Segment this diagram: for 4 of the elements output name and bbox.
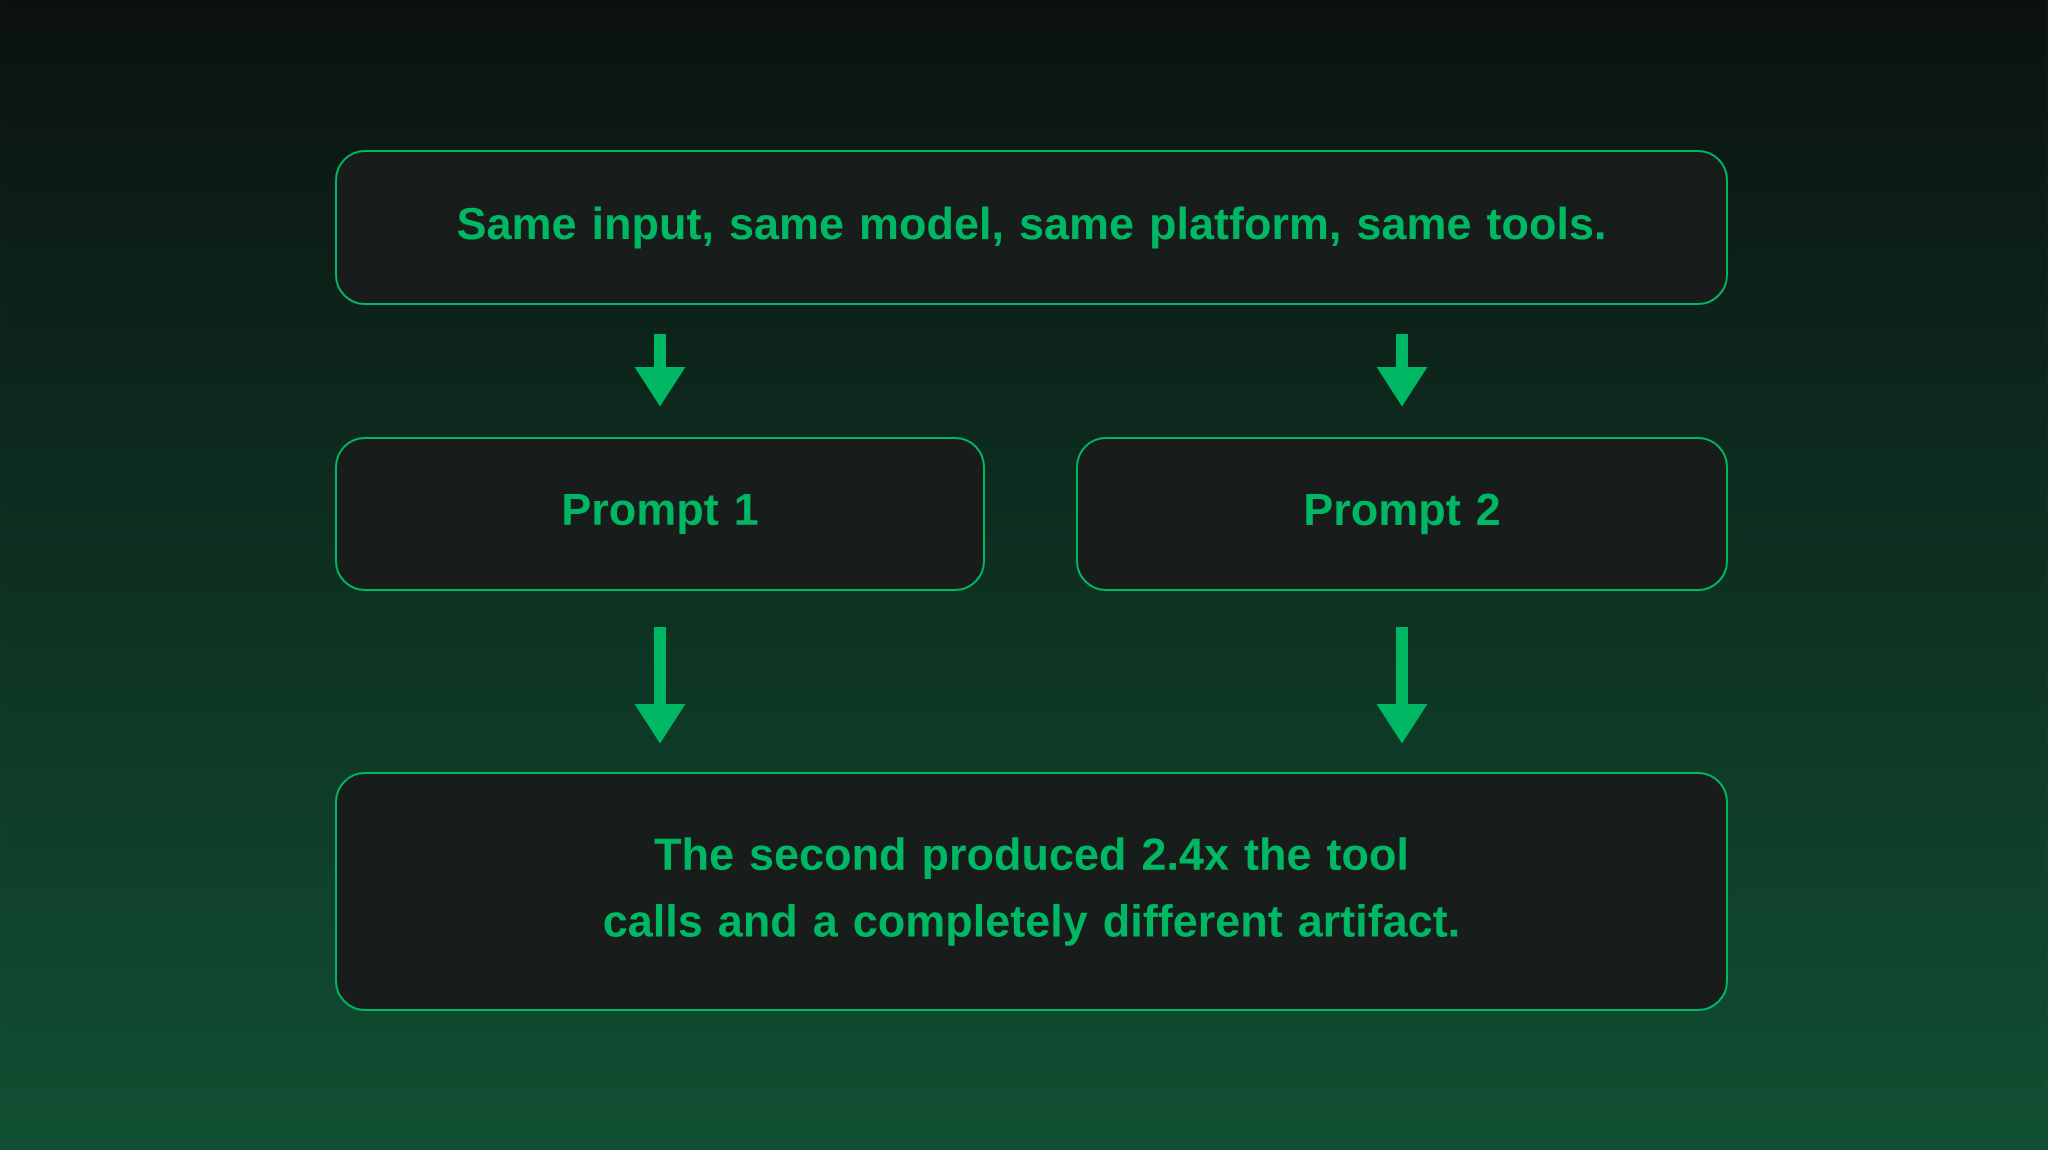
process-box: Same input, same model, same platform, same tools. <box>335 150 1728 305</box>
process-box: Prompt 2 <box>1076 437 1728 591</box>
process-box: The second produced 2.4x the tool calls and a completely different artifact. <box>335 772 1728 1011</box>
process-box: Prompt 1 <box>335 437 985 591</box>
